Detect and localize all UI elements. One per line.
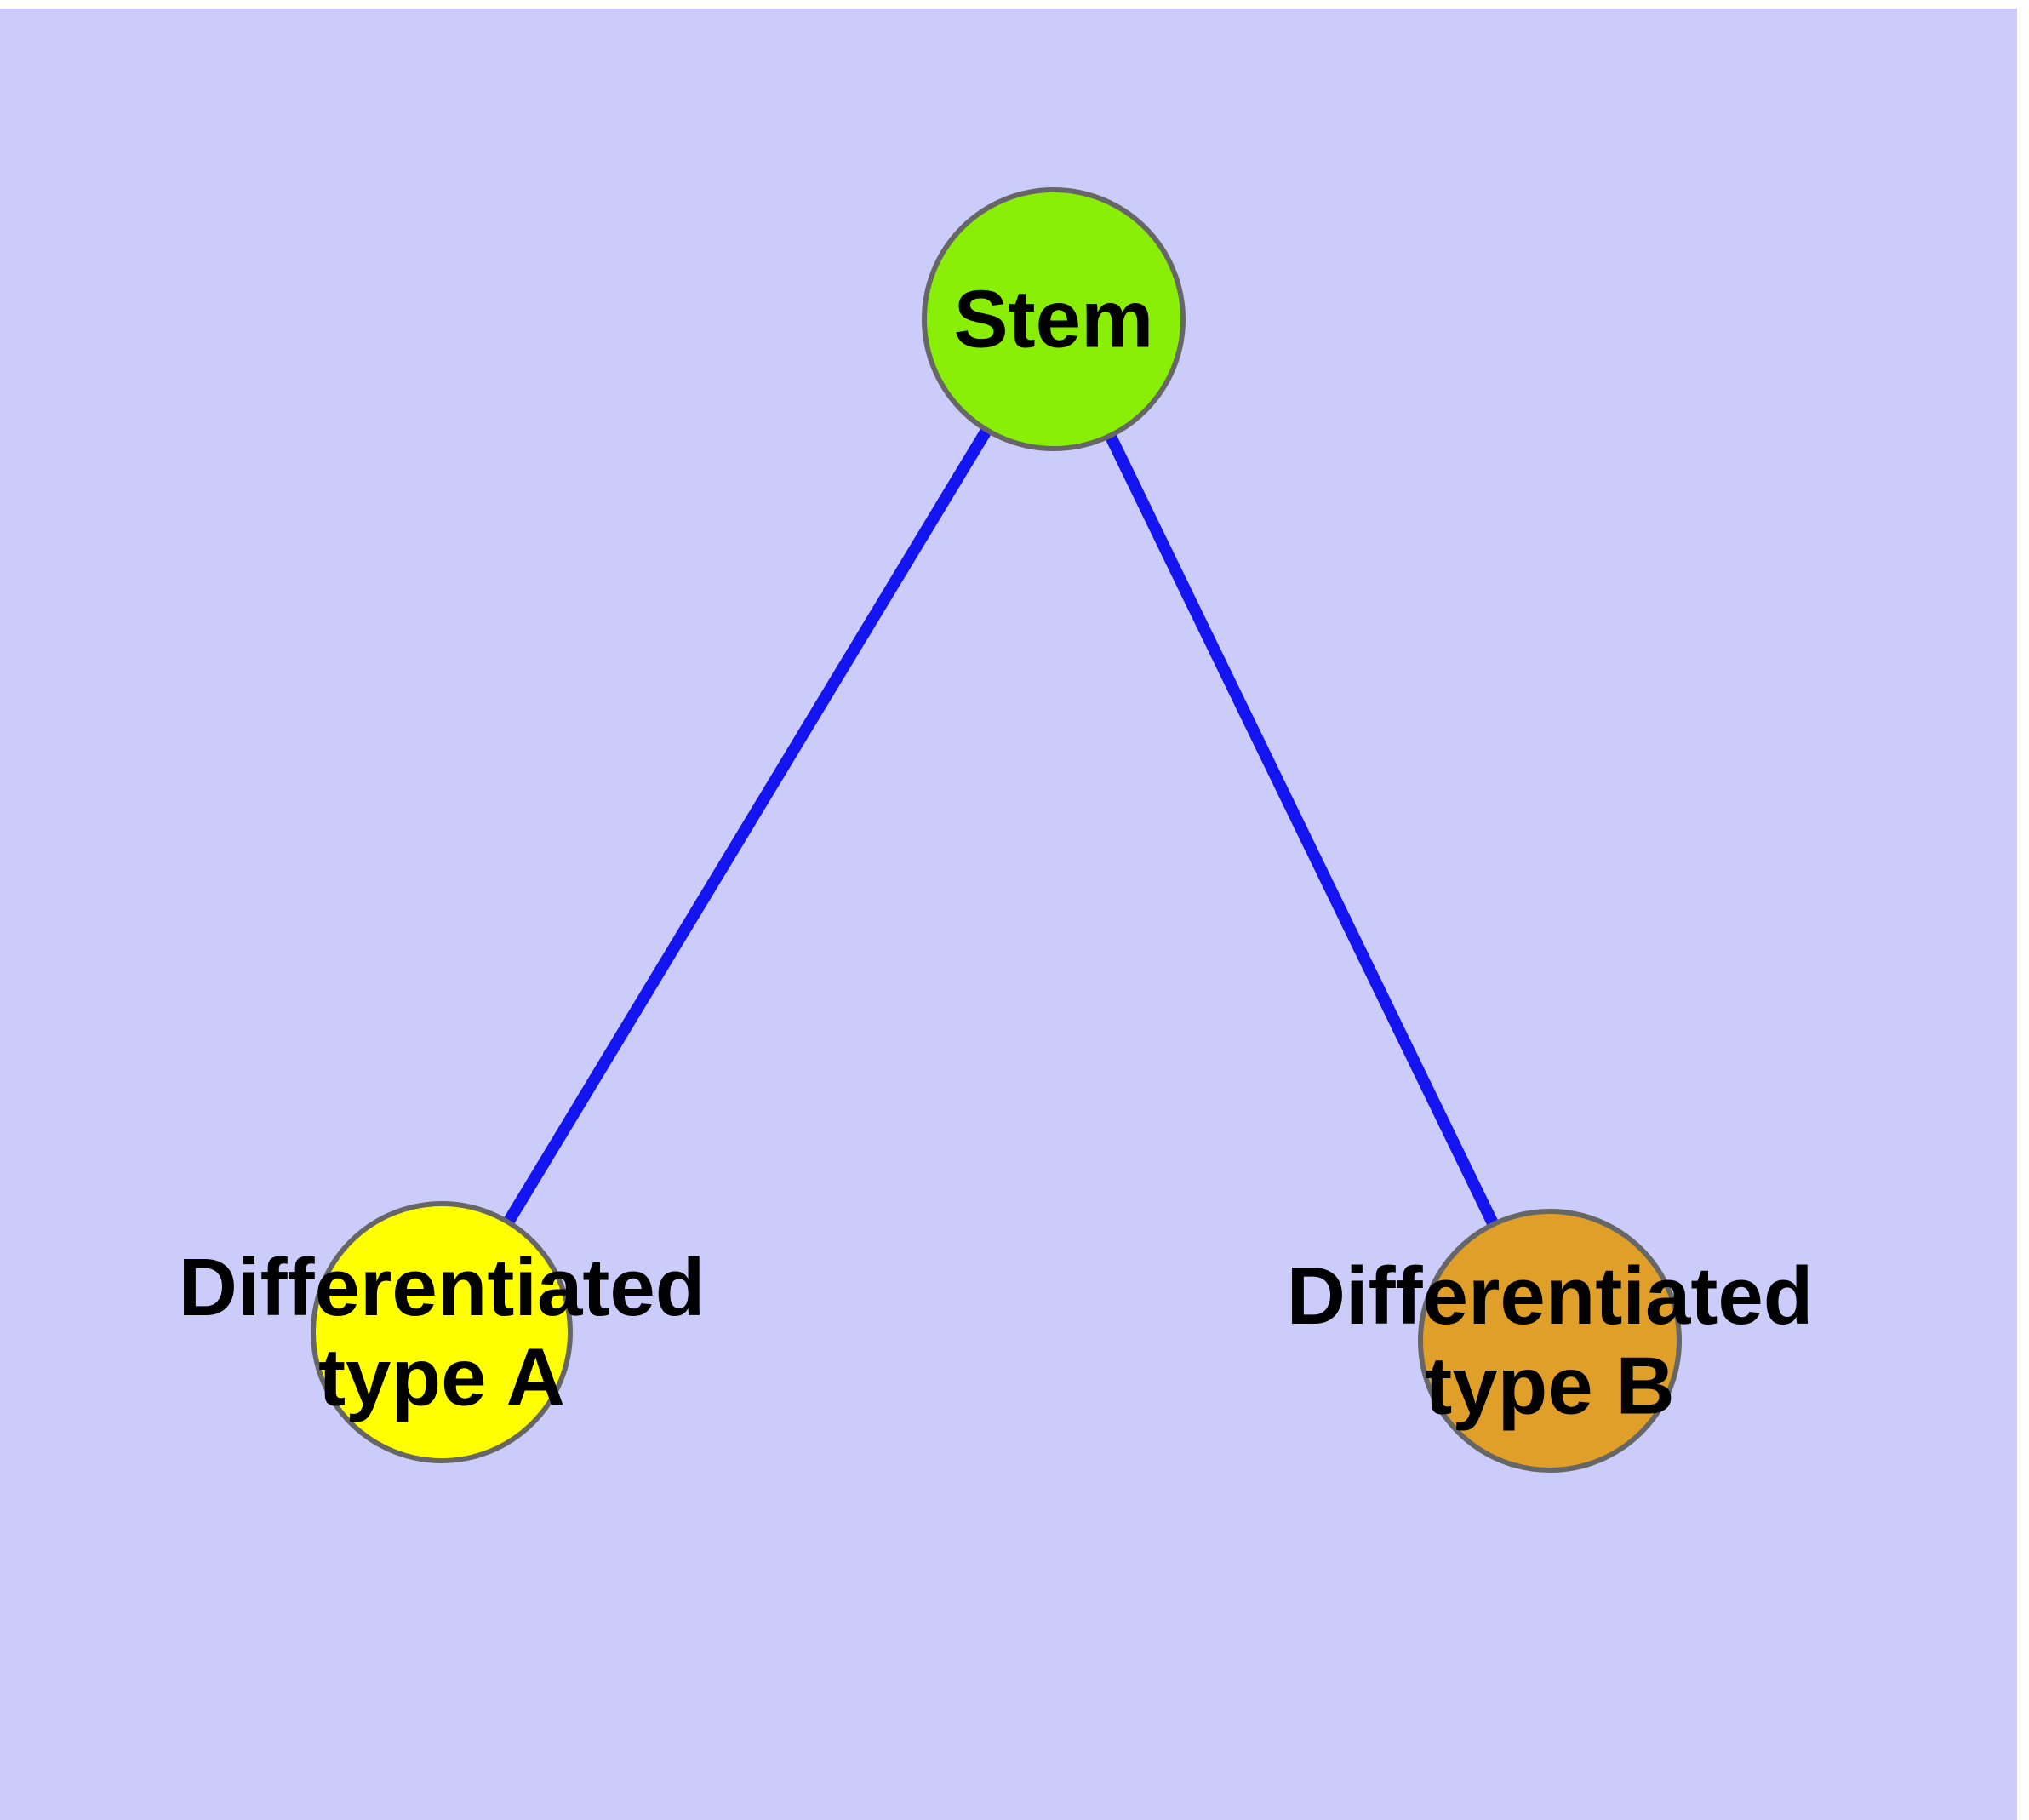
node-stem-label: Stem xyxy=(954,274,1154,365)
label-line: Differentiated xyxy=(1287,1251,1814,1342)
edge-stem-to-differentiated-type-b[interactable] xyxy=(1105,432,1499,1228)
label-line: Differentiated xyxy=(179,1242,706,1333)
label-line: type A xyxy=(318,1331,565,1422)
edge-layer xyxy=(503,426,1499,1228)
label-line: Stem xyxy=(954,274,1154,365)
node-differentiated-type-a-circle[interactable] xyxy=(311,1201,573,1463)
edge-stem-to-differentiated-type-a[interactable] xyxy=(503,426,992,1226)
node-stem-circle[interactable] xyxy=(922,187,1186,451)
node-layer xyxy=(311,187,1682,1473)
node-differentiated-type-b-circle[interactable] xyxy=(1418,1209,1682,1473)
label-line: type B xyxy=(1425,1340,1674,1431)
